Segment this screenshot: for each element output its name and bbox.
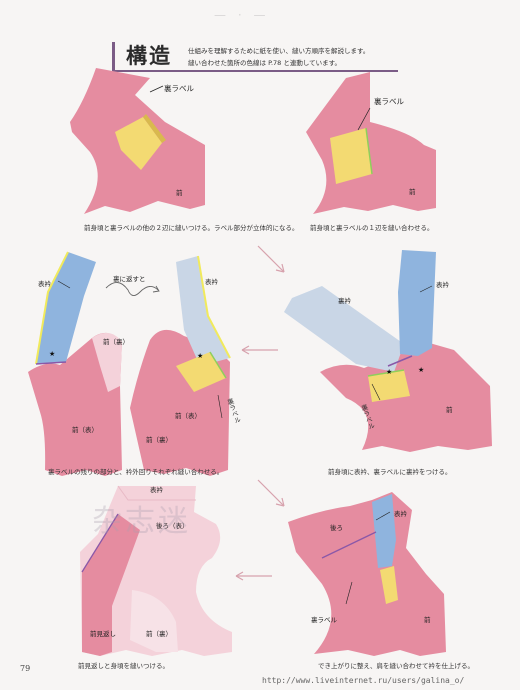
step-6-label-front: 前 <box>424 616 431 624</box>
step-5-label-omote-eri: 表衿 <box>150 486 163 494</box>
faint-header-text: — · — <box>214 8 270 22</box>
page-title: 構造 <box>126 43 172 68</box>
step-3-label-front-face-right: 前（表） <box>175 412 201 420</box>
step-1-label-front: 前 <box>176 189 183 197</box>
step-6-label-omote-eri: 表衿 <box>394 510 407 518</box>
step-1-caption: 前身頃と裏ラベルの他の２辺に縫いつける。ラベル部分が立体的になる。 <box>84 224 299 232</box>
step-4-label-front: 前 <box>446 406 453 414</box>
intro-line-1: 仕組みを理解するために紙を使い、縫い方順序を解説します。 <box>188 47 370 55</box>
page-number: 79 <box>20 664 31 673</box>
title-underline <box>112 70 398 72</box>
step-3-label-front-back-right: 前（裏） <box>146 436 172 444</box>
step-6-label-back: 後ろ <box>330 524 343 532</box>
svg-text:★: ★ <box>49 350 55 358</box>
step-3-label-front-face-left: 前（表） <box>72 426 98 434</box>
step-6-label-ura-lapel: 裏ラベル <box>311 616 337 624</box>
step-3-label-omote-eri-right: 表衿 <box>205 278 218 286</box>
step-1-label-ura-lapel: 裏ラベル <box>164 84 194 93</box>
step-3-label-front-back-left: 前（裏） <box>103 338 129 346</box>
step-2-caption: 前身頃と裏ラベルの１辺を縫い合わせる。 <box>310 224 434 232</box>
title-accent <box>112 42 115 70</box>
step-2-label-front: 前 <box>409 188 416 196</box>
step-5-label-front-back: 前（裏） <box>146 630 172 638</box>
step-3-caption: 裏ラベルの残りの部分と、衿外回りそれぞれ縫い合わせる。 <box>48 468 224 476</box>
footer-url[interactable]: http://www.liveinternet.ru/users/galina_… <box>262 676 465 685</box>
intro-line-2: 縫い合わせた箇所の色線は P.78 と連動しています。 <box>188 59 342 67</box>
step-6-caption: でき上がりに整え、肩を縫い合わせて衿を仕上げる。 <box>318 662 474 670</box>
step-4-label-omote-eri: 表衿 <box>436 281 449 289</box>
svg-text:★: ★ <box>197 352 203 360</box>
step-4-caption: 前身頃に表衿、裏ラベルに裏衿をつける。 <box>328 468 452 476</box>
svg-text:★: ★ <box>418 366 424 374</box>
watermark: 杂志迷 <box>92 504 191 539</box>
step-5-caption: 前見返しと身頃を縫いつける。 <box>78 662 169 670</box>
step-3-label-omote-eri-left: 表衿 <box>38 280 51 288</box>
svg-text:★: ★ <box>386 368 392 376</box>
step-5-label-mae-mikaeshi: 前見返し <box>90 630 116 638</box>
step-4-label-ura-eri: 裏衿 <box>338 297 351 305</box>
step-3-label-turn-over: 裏に返すと <box>113 275 146 283</box>
step-2-label-ura-lapel: 裏ラベル <box>374 97 404 106</box>
step-5-label-back-face: 後ろ（表） <box>156 522 189 530</box>
